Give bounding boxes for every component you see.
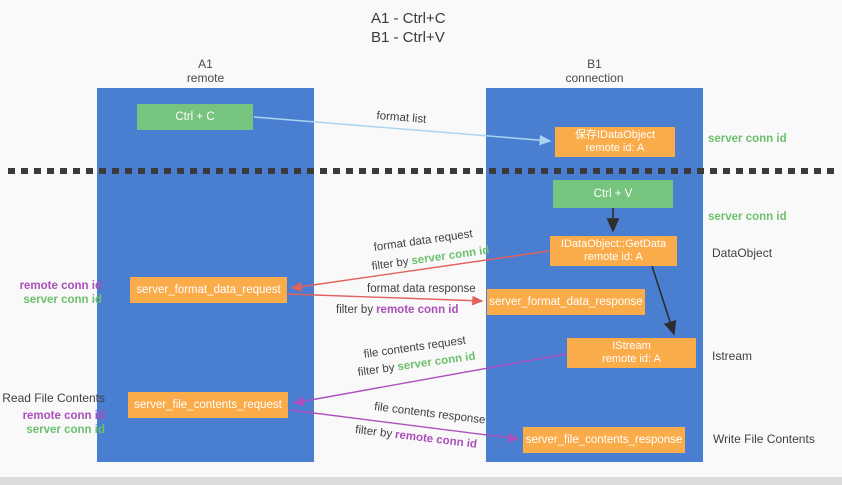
server-file-contents-response-box: server_file_contents_response (523, 427, 685, 453)
server-conn-id-side-label-mid: server conn id (708, 211, 787, 223)
remote-conn-id-text: remote conn id (394, 428, 478, 451)
getdata-line1: IDataObject::GetData (560, 238, 667, 250)
ctrl-v-box: Ctrl + V (553, 180, 673, 208)
left-labels-file: Read File Contents remote conn id server… (0, 391, 105, 437)
diagram-title: A1 - Ctrl+C B1 - Ctrl+V (371, 9, 446, 47)
server-conn-id-text: server conn id (410, 244, 491, 268)
left-conn-id-labels-format: remote conn id server conn id (0, 279, 102, 307)
ctrl-c-box: Ctrl + C (137, 104, 253, 130)
istream-side-label: Istream (712, 349, 753, 363)
column-header-b1: B1 connection (486, 57, 703, 85)
filter-by-text: filter by (371, 255, 410, 273)
idataobject-getdata-box: IDataObject::GetData remote id: A (550, 236, 677, 266)
column-a1-subtitle: remote (186, 71, 225, 85)
filter-by-text: filter by (357, 361, 396, 379)
istream-line2: remote id: A (602, 353, 661, 365)
column-a1-name: A1 (198, 57, 213, 71)
istream-box: IStream remote id: A (567, 338, 696, 368)
server-format-data-request-box: server_format_data_request (130, 277, 287, 303)
format-data-response-label: format data response (367, 283, 476, 295)
title-line-b1: B1 - Ctrl+V (371, 29, 445, 46)
title-line-a1: A1 - Ctrl+C (371, 10, 446, 27)
column-header-a1: A1 remote (97, 57, 314, 85)
bottom-window-edge (0, 477, 842, 485)
format-list-label: format list (376, 110, 427, 126)
server-conn-id-side-label-top: server conn id (708, 133, 787, 145)
remote-conn-id-label: remote conn id (19, 280, 102, 292)
istream-line1: IStream (612, 340, 651, 352)
filter-by-text: filter by (354, 424, 393, 441)
remote-conn-id-label: remote conn id (22, 410, 105, 422)
dataobject-side-label: DataObject (712, 246, 773, 260)
server-file-contents-request-box: server_file_contents_request (128, 392, 288, 418)
save-idataobject-box: 保存IDataObject remote id: A (555, 127, 675, 157)
filter-by-text: filter by (336, 304, 374, 316)
format-data-response-arrow (287, 293, 484, 306)
file-contents-response-label: file contents response (373, 401, 487, 427)
read-file-contents-label: Read File Contents (2, 391, 105, 405)
server-conn-id-label: server conn id (26, 424, 105, 436)
remote-conn-id-text: remote conn id (376, 304, 459, 316)
save-idataobject-line1: 保存IDataObject (574, 129, 656, 141)
server-format-data-response-box: server_format_data_response (487, 289, 645, 315)
save-idataobject-line2: remote id: A (585, 142, 645, 154)
server-conn-id-label: server conn id (23, 294, 102, 306)
getdata-line2: remote id: A (584, 251, 643, 263)
column-b1-name: B1 (587, 57, 602, 71)
write-file-contents-label: Write File Contents (713, 432, 815, 446)
column-b1-subtitle: connection (565, 71, 624, 85)
